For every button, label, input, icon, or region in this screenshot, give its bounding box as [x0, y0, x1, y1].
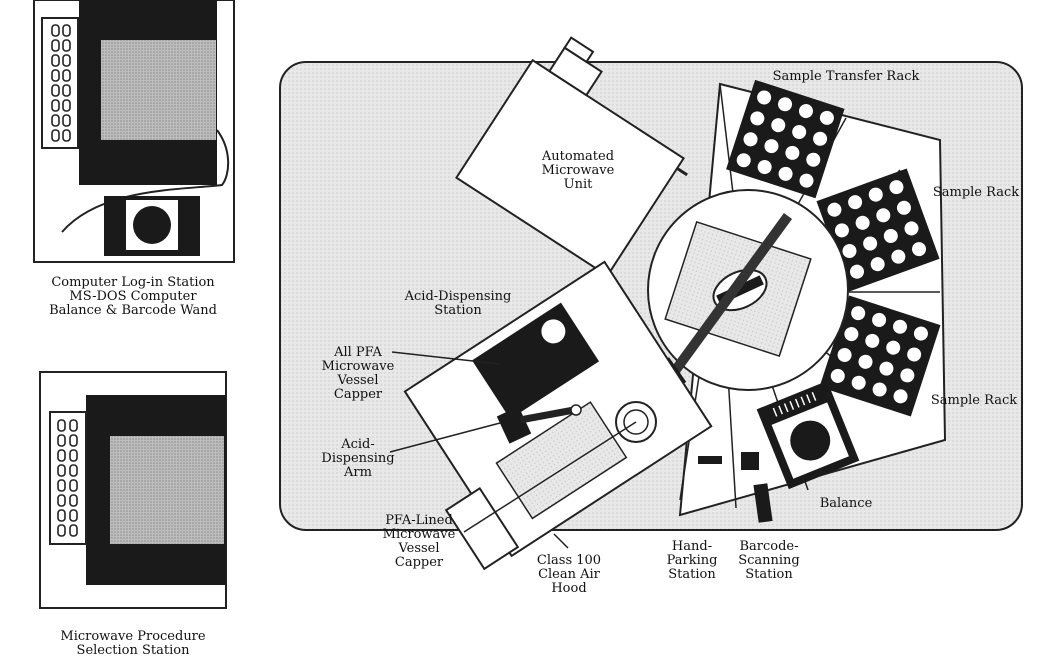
pfa-capper-label: All PFA Microwave Vessel Capper: [321, 345, 395, 402]
clean-air-hood: [403, 260, 713, 571]
balance-unit: [756, 380, 860, 490]
pfa-capper-block: [472, 302, 600, 420]
automated-microwave-label: Automated Microwave Unit: [541, 149, 615, 192]
clean-hood-label: Class 100 Clean Air Hood: [536, 553, 602, 596]
keyboard-keys: [51, 24, 71, 142]
barcode-reader: [741, 452, 759, 470]
sample-transfer-rack: [726, 79, 845, 199]
barcode-scanning-label: Barcode- Scanning Station: [738, 539, 800, 582]
sample-rack-lower-label: Sample Rack: [930, 393, 1018, 408]
barcode-wand: [753, 483, 773, 523]
leader-lines: [389, 351, 637, 549]
hand-parking-pad: [698, 456, 722, 464]
sample-rack-upper: [816, 168, 940, 292]
balance-label: Balance: [819, 496, 873, 511]
acid-dispensing-arm: [496, 401, 657, 444]
pfa-lined-capper-label: PFA-Lined Microwave Vessel Capper: [382, 513, 456, 570]
pfa-lined-capper-block: [495, 401, 628, 520]
microwave-procedure-caption: Microwave Procedure Selection Station: [60, 629, 206, 658]
acid-dispensing-station-label: Acid-Dispensing Station: [404, 289, 512, 318]
sample-rack-upper-label: Sample Rack: [932, 185, 1020, 200]
computer-login-station: [33, 0, 235, 263]
acid-arm-label: Acid- Dispensing Arm: [321, 437, 395, 480]
computer-station-caption: Computer Log-in Station MS-DOS Computer …: [49, 275, 217, 318]
sample-rack-lower: [819, 295, 941, 417]
hand-parking-label: Hand- Parking Station: [666, 539, 718, 582]
sample-transfer-rack-label: Sample Transfer Rack: [772, 69, 920, 84]
microwave-procedure-station: [39, 371, 227, 609]
automated-microwave-unit: [455, 36, 688, 278]
